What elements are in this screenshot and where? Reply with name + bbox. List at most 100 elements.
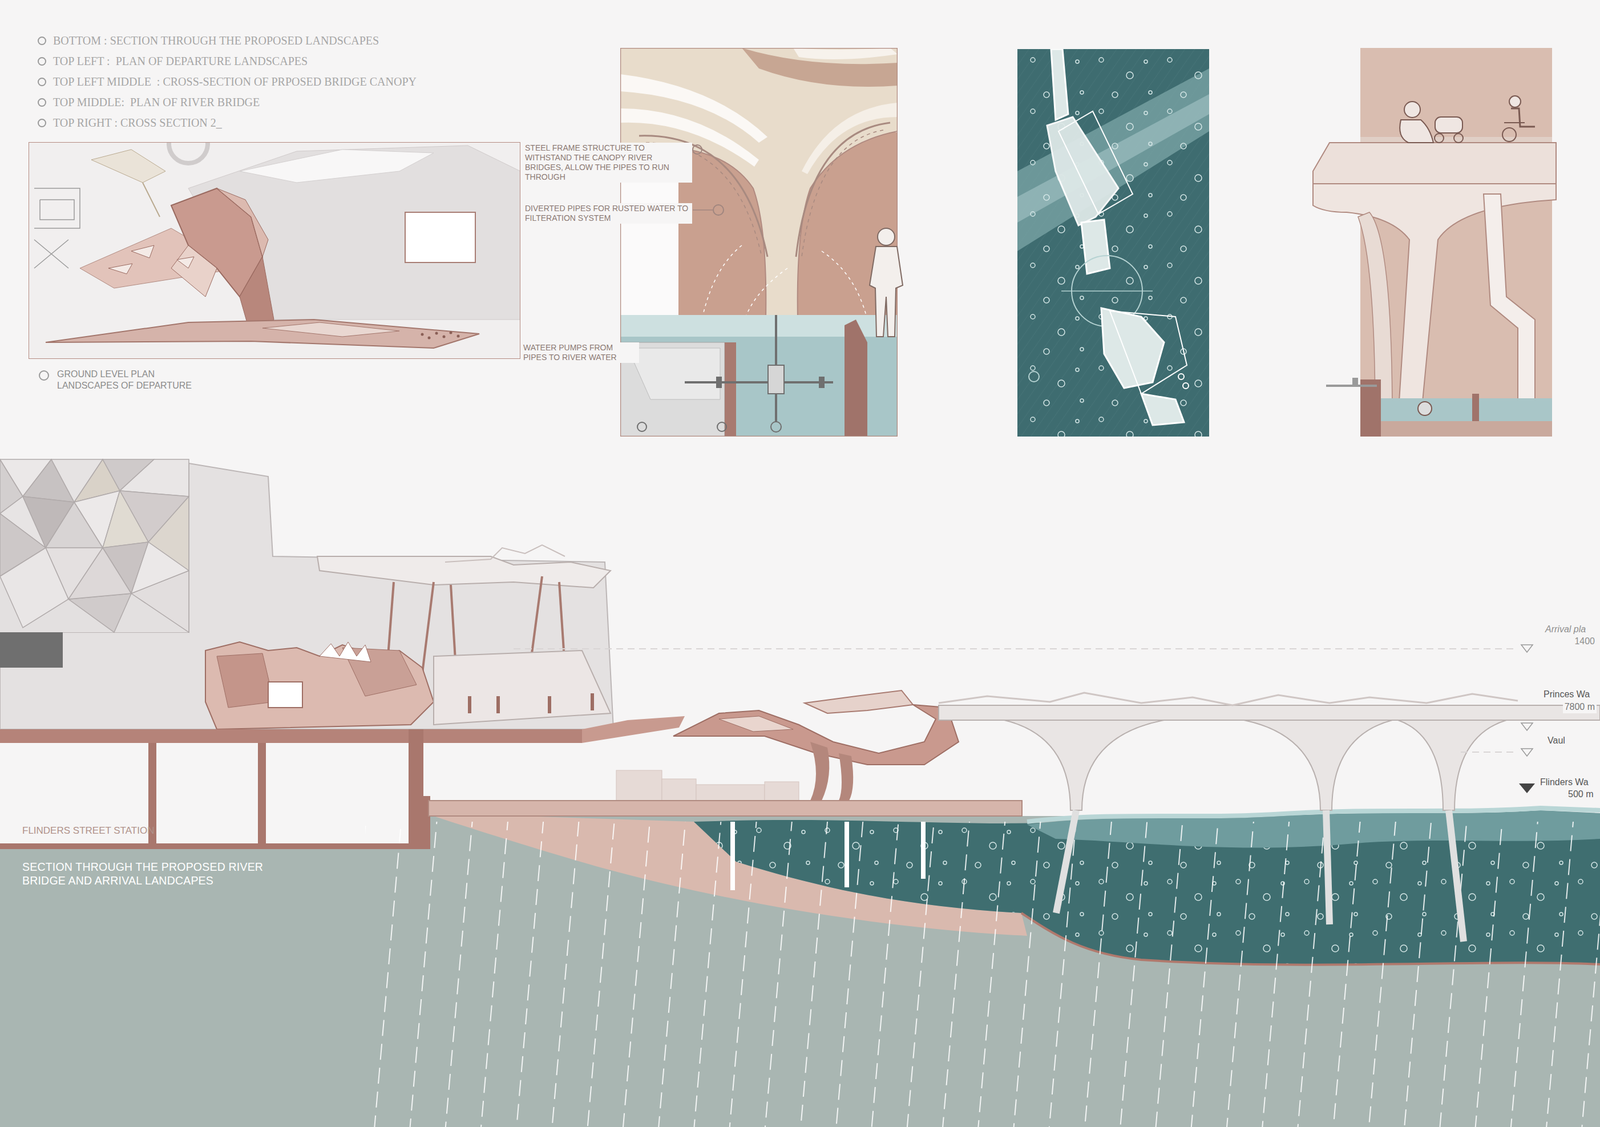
station-buildings-part bbox=[216, 653, 274, 708]
annotation-note: WATEER PUMPS FROM PIPES TO RIVER WATER bbox=[521, 342, 640, 363]
river-bridge-part bbox=[804, 690, 913, 714]
bridge-section-part bbox=[1360, 421, 1553, 437]
canopy-section-part bbox=[724, 342, 737, 437]
canopy-section-part bbox=[637, 422, 647, 432]
departure-plan-part bbox=[34, 239, 69, 269]
departure-plan-part bbox=[39, 199, 75, 220]
legend-item: TOP MIDDLE: PLAN OF RIVER BRIDGE bbox=[37, 95, 260, 109]
level-marks-part bbox=[1521, 644, 1533, 653]
legend-bullet bbox=[37, 98, 47, 107]
bridge-section-part bbox=[1326, 384, 1377, 387]
legend-bullet bbox=[37, 118, 47, 128]
person-figure-part bbox=[877, 228, 895, 246]
station-buildings-part bbox=[319, 641, 371, 662]
station-buildings-part bbox=[0, 459, 189, 633]
river-bridge-part bbox=[1004, 720, 1165, 811]
canopy-section-part bbox=[620, 47, 898, 437]
canopy-section-part bbox=[796, 122, 891, 257]
station-buildings-part-part bbox=[68, 593, 132, 633]
level-value: 7800 m bbox=[1562, 700, 1597, 714]
canopy-section-part bbox=[768, 365, 785, 394]
level-name: Flinders Wa bbox=[1538, 776, 1591, 789]
departure-plan-part bbox=[171, 245, 217, 297]
bridge-plan-part bbox=[1017, 49, 1210, 437]
station-buildings-part bbox=[0, 463, 614, 730]
river-section-part bbox=[730, 821, 735, 891]
departure-plan-part bbox=[427, 336, 431, 340]
canopy-section-part bbox=[717, 422, 727, 432]
bridge-plan-part bbox=[1081, 219, 1110, 274]
bridge-plan-part bbox=[1182, 382, 1189, 389]
annotation-note: STEEL FRAME STRUCTURE TO WITHSTAND THE C… bbox=[523, 142, 693, 183]
station-buildings-part bbox=[268, 681, 303, 708]
departure-plan-part bbox=[108, 263, 133, 274]
leader-marks-part bbox=[692, 209, 713, 211]
legend-item: TOP RIGHT : CROSS SECTION 2_ bbox=[37, 116, 222, 130]
leader-marks bbox=[692, 144, 724, 216]
bridge-section-part bbox=[1312, 142, 1557, 184]
canopy-section-part bbox=[801, 130, 884, 257]
station-buildings-part bbox=[764, 781, 799, 802]
river-bridge-part bbox=[810, 741, 830, 801]
bridge-section-part bbox=[1472, 393, 1480, 422]
station-buildings-part bbox=[0, 843, 429, 850]
bridge-section-part bbox=[1509, 95, 1521, 108]
station-buildings-part bbox=[433, 650, 611, 725]
section-caption: SECTION THROUGH THE PROPOSED RIVER BRIDG… bbox=[22, 860, 297, 888]
bridge-plan-part bbox=[1051, 49, 1069, 120]
departure-plan-part bbox=[34, 188, 80, 229]
leader-marks-part bbox=[692, 144, 702, 155]
canopy-section-part bbox=[793, 47, 898, 60]
departure-plan-part bbox=[435, 332, 439, 335]
bridge-section-part bbox=[1399, 119, 1434, 143]
bridge-plan-part bbox=[1028, 371, 1040, 382]
canopy-section-part bbox=[741, 47, 898, 87]
level-marks-part bbox=[1521, 722, 1533, 731]
departure-plan-part bbox=[449, 331, 453, 335]
bridge-section-part bbox=[1360, 398, 1553, 422]
river-section-part bbox=[0, 815, 1600, 1127]
bridge-section-part bbox=[1435, 116, 1463, 133]
plan-title: GROUND LEVEL PLAN LANDSCAPES OF DEPARTUR… bbox=[57, 368, 201, 391]
legend-item: BOTTOM : SECTION THROUGH THE PROPOSED LA… bbox=[37, 34, 379, 48]
bridge-section-part bbox=[1510, 108, 1535, 127]
legend-text: BOTTOM : SECTION THROUGH THE PROPOSED LA… bbox=[53, 34, 379, 48]
departure-plan-part bbox=[262, 322, 400, 337]
canopy-section-part bbox=[620, 47, 898, 437]
river-bridge-part bbox=[1243, 720, 1393, 811]
departure-plan-part bbox=[442, 335, 446, 339]
level-marks-part bbox=[513, 648, 1518, 650]
river-bridge-part bbox=[1448, 810, 1464, 942]
river-bridge-part bbox=[718, 716, 794, 732]
departure-plan-part bbox=[131, 245, 155, 258]
river-bridge bbox=[673, 690, 1600, 942]
legend-bullet bbox=[37, 36, 47, 46]
bridge-plan-part bbox=[1109, 310, 1187, 394]
legend-text: TOP RIGHT : CROSS SECTION 2_ bbox=[53, 116, 222, 130]
canopy-section bbox=[620, 47, 898, 437]
station-buildings-part bbox=[408, 729, 424, 847]
river-section-part bbox=[365, 821, 1600, 1127]
bridge-section-part bbox=[1360, 379, 1381, 437]
station-buildings bbox=[0, 459, 1022, 850]
level-marks-part bbox=[1521, 748, 1533, 757]
station-buildings-part bbox=[0, 729, 583, 743]
bridge-plan-part bbox=[1061, 290, 1153, 292]
legend-item: TOP LEFT : PLAN OF DEPARTURE LANDSCAPES bbox=[37, 54, 308, 68]
station-buildings-part bbox=[428, 800, 1022, 816]
level-marks-part bbox=[1460, 751, 1518, 753]
canopy-section-part bbox=[701, 245, 742, 320]
canopy-section-part bbox=[620, 314, 898, 437]
canopy-section-part bbox=[627, 348, 721, 400]
station-buildings-part-part bbox=[45, 502, 103, 548]
departure-plan-part bbox=[28, 142, 521, 359]
departure-plan-part bbox=[91, 149, 166, 183]
river-section-part bbox=[844, 821, 850, 888]
bridge-plan-part bbox=[1101, 308, 1165, 389]
station-buildings-part bbox=[467, 696, 472, 714]
river-section-part bbox=[1027, 807, 1600, 822]
legend-bullet bbox=[37, 57, 47, 66]
bridge-section-part bbox=[1404, 101, 1421, 118]
